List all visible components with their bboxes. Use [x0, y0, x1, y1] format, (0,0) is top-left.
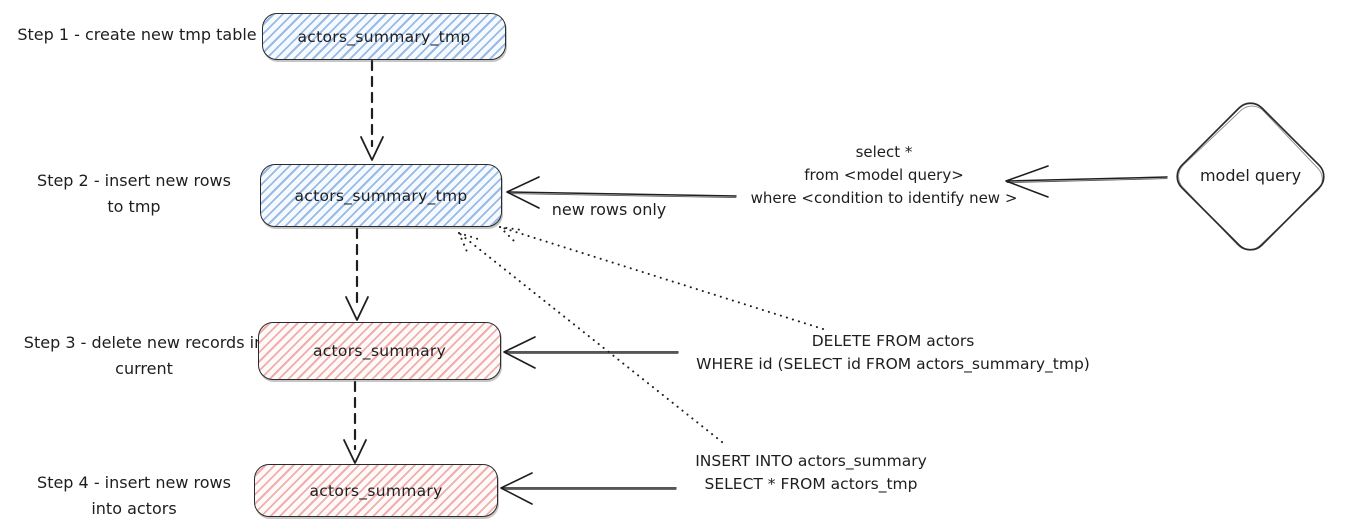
insert-sql-line2: SELECT * FROM actors_tmp	[704, 475, 918, 493]
insert-sql-annotation: INSERT INTO actors_summary SELECT * FROM…	[658, 450, 964, 496]
arrow-delete-sql-to-summary-box	[503, 336, 679, 369]
arrow-insert-sql-to-summary-box	[500, 472, 677, 505]
step3-label-line1: Step 3 - delete new records in	[23, 333, 265, 352]
node-label: actors_summary_tmp	[294, 186, 468, 205]
step1-label-line1: Step 1 - create new tmp table	[17, 25, 257, 44]
select-query-line2: from <model query>	[804, 166, 964, 184]
node-label: actors_summary	[309, 481, 443, 500]
insert-sql-line1: INSERT INTO actors_summary	[695, 452, 927, 470]
node-label: actors_summary	[312, 342, 447, 360]
dotted-arrow-delete-sql-to-tmp-box	[499, 226, 824, 330]
dashed-arrow-step2-step3	[345, 227, 369, 321]
dashed-arrow-step1-step2	[360, 59, 384, 161]
step1-label: Step 1 - create new tmp table	[8, 22, 266, 48]
node-actors-summary-tmp-step2: actors_summary_tmp	[260, 164, 502, 227]
model-query-diamond-label: model query	[1199, 166, 1302, 185]
step4-label-line1: Step 4 - insert new rows	[37, 473, 231, 492]
step2-label: Step 2 - insert new rows to tmp	[10, 168, 258, 220]
select-query-line3: where <condition to identify new >	[750, 189, 1018, 207]
dashed-arrow-step3-step4	[343, 380, 367, 464]
step4-label-line2: into actors	[91, 499, 177, 518]
step4-label: Step 4 - insert new rows into actors	[10, 470, 258, 522]
node-label: actors_summary_tmp	[297, 27, 471, 46]
select-query-line1: select *	[855, 143, 913, 161]
select-query-annotation: select * from <model query> where <condi…	[728, 141, 1040, 210]
step2-label-line2: to tmp	[107, 197, 161, 216]
delete-sql-annotation: DELETE FROM actors WHERE id (SELECT id F…	[678, 330, 1108, 376]
new-rows-only-label: new rows only	[551, 200, 667, 219]
node-actors-summary-step4: actors_summary	[254, 464, 498, 517]
delete-sql-line1: DELETE FROM actors	[811, 332, 975, 350]
node-actors-summary-step3: actors_summary	[258, 322, 501, 380]
step3-label-line2: current	[115, 359, 173, 378]
step2-label-line1: Step 2 - insert new rows	[37, 171, 231, 190]
delete-sql-line2: WHERE id (SELECT id FROM actors_summary_…	[696, 355, 1090, 373]
node-actors-summary-tmp-step1: actors_summary_tmp	[262, 13, 506, 60]
step3-label: Step 3 - delete new records in current	[0, 330, 288, 382]
